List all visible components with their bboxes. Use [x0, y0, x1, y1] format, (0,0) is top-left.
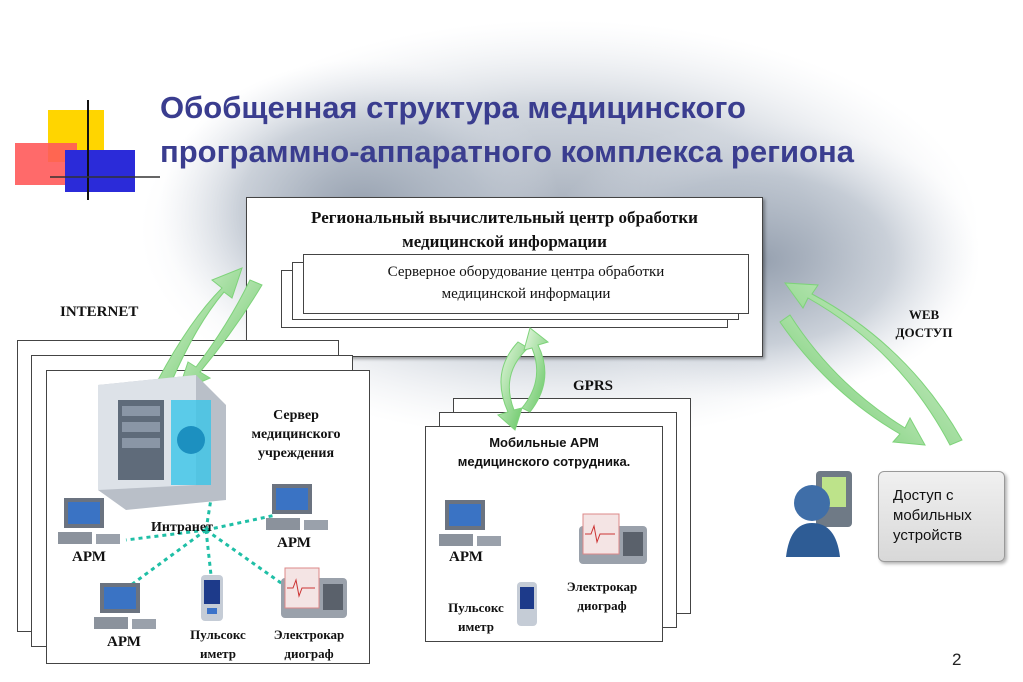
mobile-ecg-label: Электрокар диограф [555, 577, 649, 615]
mobile-drawing [439, 500, 647, 626]
gprs-label: GPRS [573, 378, 614, 394]
server-label-line-1: Сервер [273, 408, 319, 423]
mobile-ecg-line-1: Электрокар [566, 579, 638, 594]
server-equipment-line-2: медицинской информации [441, 286, 611, 302]
pulse-oximeter-icon [201, 575, 223, 621]
regional-center-line-2: медицинской информации [402, 232, 607, 251]
arm-label-1: АРМ [72, 549, 106, 565]
workstation-icon-1 [58, 498, 120, 544]
web-arrow-up-icon [783, 282, 963, 446]
internet-arrow-up-icon [157, 267, 243, 386]
gprs-arrow-right-icon [521, 327, 550, 413]
arm-label-2: АРМ [277, 535, 311, 551]
mobile-ecg-device-icon [579, 513, 647, 564]
intranet-label: Интранет [151, 520, 213, 535]
server-equipment-line-1: Серверное оборудование центра обработки [387, 264, 665, 280]
mobile-arm-label: АРМ [449, 549, 483, 565]
ecg-label-line-1: Электрокар [273, 627, 345, 642]
mobile-access-line-1: Доступ с [893, 487, 954, 504]
workstation-icon-3 [94, 583, 156, 629]
institution-ecg-label: Электрокар диограф [262, 625, 356, 663]
server-equipment-box: Серверное оборудование центра обработки … [303, 254, 749, 314]
web-label-line-2: ДОСТУП [895, 325, 953, 340]
arm-label-3: АРМ [107, 634, 141, 650]
ecg-device-icon [281, 567, 347, 618]
institution-drawing [58, 375, 347, 629]
server-tower-icon [98, 375, 226, 510]
internet-label: INTERNET [60, 304, 139, 320]
page-number: 2 [952, 650, 962, 669]
mobile-header-line-2: медицинского сотрудника. [457, 454, 631, 469]
ecg-label-line-2: диограф [284, 646, 334, 661]
mobile-workstation-icon [439, 500, 501, 546]
pulse-label-line-2: иметр [200, 646, 236, 661]
mobile-access-line-3: устройств [893, 527, 963, 544]
page-title: Обобщенная структура медицинского програ… [160, 86, 1020, 174]
workstation-icon-2 [266, 484, 328, 530]
title-line-1: Обобщенная структура медицинского [160, 90, 746, 125]
regional-center-line-1: Региональный вычислительный центр обрабо… [311, 208, 698, 227]
mobile-access-line-2: мобильных [893, 507, 972, 524]
mobile-pulse-line-1: Пульсокс [448, 600, 504, 615]
institution-server-label: Сервер медицинского учреждения [236, 406, 356, 463]
mobile-header-line-1: Мобильные АРМ [489, 435, 599, 450]
gprs-arrow-left-icon [496, 341, 529, 431]
pulse-label-line-1: Пульсокс [190, 627, 246, 642]
web-label-line-1: WEB [908, 307, 940, 322]
server-label-line-2: медицинского [251, 427, 341, 442]
mobile-pulse-line-2: иметр [458, 619, 494, 634]
web-arrow-down-icon [779, 314, 926, 446]
mobile-user-icon [786, 471, 852, 557]
mobile-access-box: Доступ с мобильных устройств [878, 471, 1005, 562]
server-label-line-3: учреждения [257, 446, 335, 461]
mobile-ecg-line-2: диограф [577, 598, 627, 613]
mobile-pulse-oximeter-icon [517, 582, 537, 626]
corner-decoration [15, 100, 160, 200]
title-line-2: программно-аппаратного комплекса региона [160, 134, 854, 169]
mobile-pulse-label: Пульсокс иметр [440, 598, 512, 636]
web-access-label: WEB ДОСТУП [884, 306, 964, 342]
institution-pulse-label: Пульсокс иметр [180, 625, 256, 663]
